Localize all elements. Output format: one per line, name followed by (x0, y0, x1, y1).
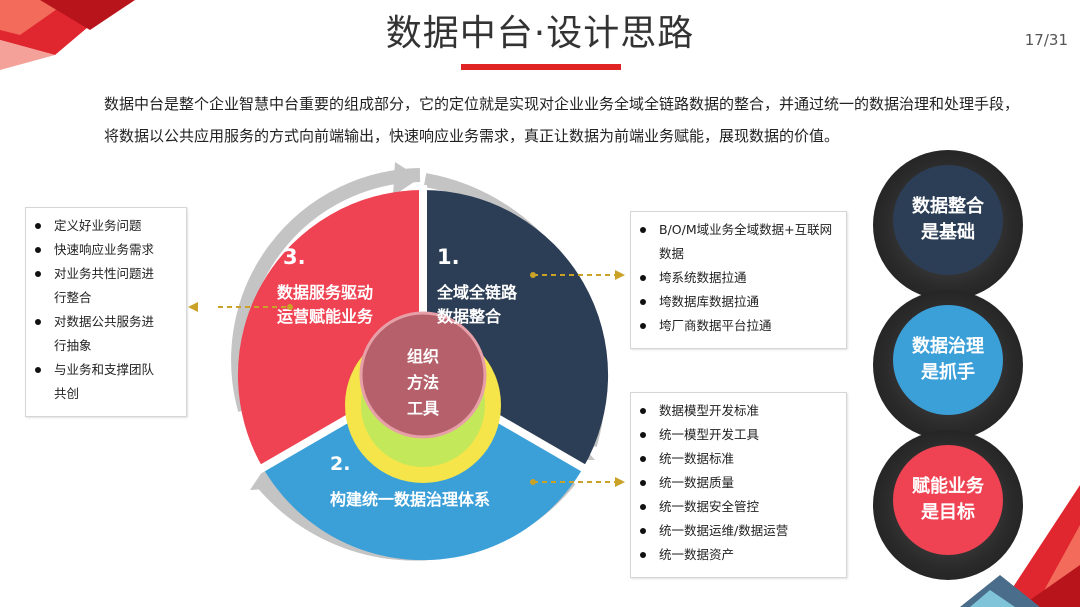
intro-paragraph: 数据中台是整个企业智慧中台重要的组成部分，它的定位就是实现对企业业务全域全链路数… (104, 95, 1020, 145)
segment-2-number: 2. (330, 453, 350, 475)
page-number: 17/31 (1024, 31, 1068, 49)
list-item: 统一数据质量 (631, 471, 846, 495)
bottom-right-info-box: 数据模型开发标准 统一模型开发工具 统一数据标准 统一数据质量 统一数据安全管控… (630, 392, 847, 578)
cycle-diagram: 3. 数据服务驱动 运营赋能业务 1. 全域全链路 数据整合 2. 构建统一数据… (231, 162, 609, 561)
corner-decoration-top-left (0, 0, 135, 70)
segment-3-line1: 数据服务驱动 (277, 283, 373, 302)
list-item: 垮系统数据拉通 (631, 266, 846, 290)
list-item: 统一数据资产 (631, 543, 846, 567)
list-item: B/O/M域业务全域数据+互联网数据 (631, 218, 833, 266)
center-circle (359, 311, 487, 439)
list-item: 垮数据库数据拉通 (631, 290, 846, 314)
list-item: 垮厂商数据平台拉通 (631, 314, 846, 338)
segment-3-line2: 运营赋能业务 (277, 307, 374, 326)
center-line1: 组织 (407, 347, 439, 366)
pill-business-enablement: 赋能业务是目标 (893, 445, 1003, 555)
segment-2-label: 构建统一数据治理体系 (330, 490, 490, 509)
arrow-bottom-right-head (615, 477, 625, 487)
page-title: 数据中台·设计思路 (385, 13, 695, 54)
segment-1-number: 1. (437, 245, 460, 269)
corner-decoration-bottom-right (960, 485, 1080, 607)
list-item: 对数据公共服务进行抽象 (26, 310, 160, 358)
pill-data-governance: 数据治理是抓手 (893, 305, 1003, 415)
list-item: 数据模型开发标准 (631, 399, 846, 423)
list-item: 定义好业务问题 (26, 214, 186, 238)
segment-1-line2: 数据整合 (437, 307, 502, 326)
list-item: 统一数据安全管控 (631, 495, 846, 519)
arrow-left-head (188, 302, 198, 312)
segment-3-number: 3. (283, 245, 306, 269)
center-line2: 方法 (407, 373, 439, 392)
list-item: 与业务和支撑团队共创 (26, 358, 160, 406)
top-right-info-box: B/O/M域业务全域数据+互联网数据 垮系统数据拉通 垮数据库数据拉通 垮厂商数… (630, 211, 847, 349)
title-underline (461, 64, 621, 70)
segment-1-line1: 全域全链路 (436, 283, 518, 302)
list-item: 快速响应业务需求 (26, 238, 186, 262)
ring-arc-left (231, 168, 421, 412)
list-item: 统一模型开发工具 (631, 423, 846, 447)
arrow-top-right-head (615, 270, 625, 280)
left-info-box: 定义好业务问题 快速响应业务需求 对业务共性问题进行整合 对数据公共服务进行抽象… (25, 207, 187, 417)
ring-arrowhead-top (393, 162, 420, 196)
center-line3: 工具 (407, 399, 439, 418)
list-item: 统一数据标准 (631, 447, 846, 471)
list-item: 统一数据运维/数据运营 (631, 519, 846, 543)
pill-data-integration: 数据整合是基础 (893, 165, 1003, 275)
list-item: 对业务共性问题进行整合 (26, 262, 160, 310)
